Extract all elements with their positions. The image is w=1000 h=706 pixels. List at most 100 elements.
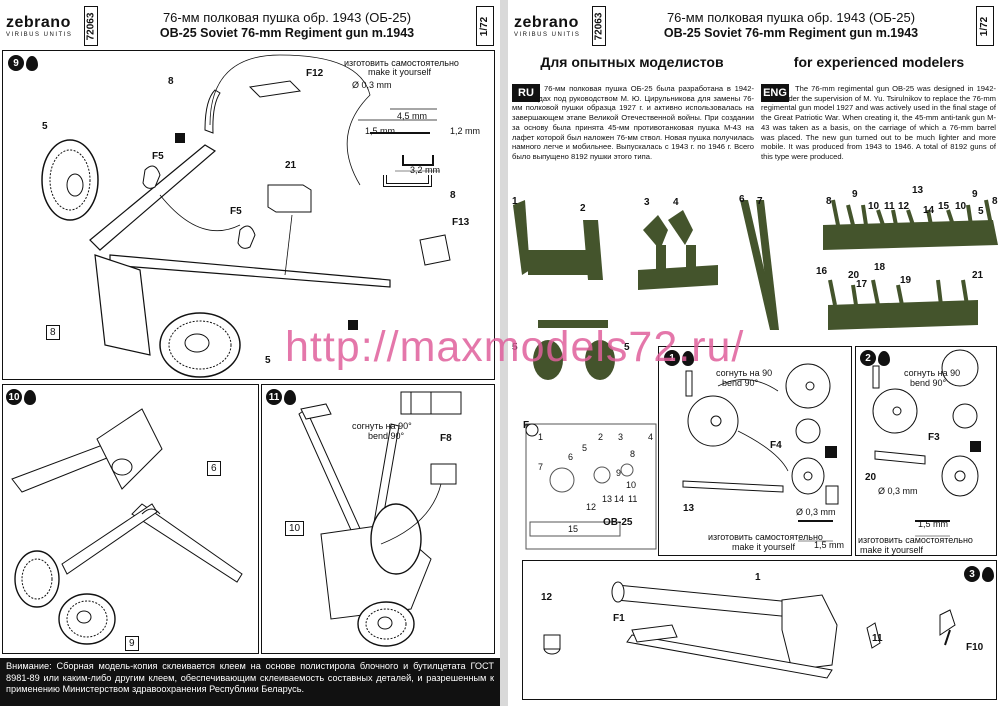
part-label: 17 xyxy=(856,279,868,290)
dim-diameter: Ø 0,3 mm xyxy=(796,507,836,517)
brand-name: zebrano xyxy=(6,14,71,31)
part-label: F1 xyxy=(613,613,625,624)
left-page: zebrano VIRIBUS UNITIS 72063 76-мм полко… xyxy=(0,6,500,706)
step-9-drawing xyxy=(41,54,451,378)
part-label: 8 xyxy=(992,196,998,207)
part-label: 8 xyxy=(168,76,174,87)
fret-brand: OB-25 xyxy=(603,517,633,528)
part-box-label: 6 xyxy=(207,461,221,476)
brand-sub: VIRIBUS UNITIS xyxy=(6,32,73,38)
make-yourself-ru: изготовить самостоятельно xyxy=(708,532,823,542)
part-label: 15 xyxy=(938,201,950,212)
fret-number: 1 xyxy=(538,432,544,442)
part-label: 11 xyxy=(884,201,895,212)
dim-length: 1,5 mm xyxy=(918,519,949,529)
part-box-label: 8 xyxy=(46,325,60,340)
kit-code: 72063 xyxy=(84,6,98,46)
photo-etch-fret xyxy=(525,423,657,550)
part-label: 16 xyxy=(816,266,828,277)
step-number-badge: 9 xyxy=(8,55,24,71)
part-label: 9 xyxy=(972,189,978,200)
part-label: 8 xyxy=(826,196,832,207)
zebrano-logo: zebrano VIRIBUS UNITIS xyxy=(0,6,80,46)
step-2-number: 2 xyxy=(860,350,890,366)
scale-badge: 1/72 xyxy=(476,6,494,46)
glue-drop-icon xyxy=(878,350,890,366)
fret-label: F xyxy=(523,420,530,431)
part-label: F13 xyxy=(452,217,470,228)
lang-tag-ru: RU xyxy=(512,84,540,102)
part-label: 12 xyxy=(541,592,553,603)
right-page: zebrano VIRIBUS UNITIS 72063 76-мм полко… xyxy=(508,0,1000,706)
fret-number: 11 xyxy=(628,494,638,504)
make-yourself-ru: изготовить самостоятельно xyxy=(344,58,459,68)
watermark-text: http://maxmodels72.ru/ xyxy=(285,323,745,371)
description-ru: 76-мм полковая пушка ОБ-25 была разработ… xyxy=(512,84,754,161)
left-header: zebrano VIRIBUS UNITIS 72063 76-мм полко… xyxy=(0,6,500,46)
step-number-badge: 3 xyxy=(964,566,980,582)
make-yourself-en: make it yourself xyxy=(732,542,796,552)
fret-number: 15 xyxy=(568,524,579,534)
part-label: 19 xyxy=(900,275,912,286)
dim-width: 3,2 mm xyxy=(410,165,441,175)
description-en: The 76-mm regimental gun OB-25 was desig… xyxy=(761,84,996,161)
step-number-badge: 1 xyxy=(664,350,680,366)
dim-right: 1,2 mm xyxy=(450,126,481,136)
fret-number: 4 xyxy=(648,432,654,442)
part-label: 13 xyxy=(912,185,924,196)
part-label: 2 xyxy=(580,203,586,214)
part-label: F10 xyxy=(966,642,984,653)
part-label: 6 xyxy=(739,194,745,205)
dim-diameter: Ø 0,3 mm xyxy=(878,486,918,496)
bend-ru: согнуть на 90 xyxy=(904,368,961,378)
step-10-drawing xyxy=(11,408,243,645)
dim-length: 4,5 mm xyxy=(397,111,428,121)
brand-name: zebrano xyxy=(514,14,579,31)
scale-badge: 1/72 xyxy=(976,6,994,46)
step-number-badge: 10 xyxy=(6,389,22,405)
bend-en: bend 90° xyxy=(722,378,759,388)
bend-en: bend 90° xyxy=(910,378,947,388)
step-2-frame xyxy=(855,346,997,556)
section-title-ru: Для опытных моделистов xyxy=(540,54,724,70)
dim-left: 1,5 mm xyxy=(365,126,396,136)
bend-en: bend 90° xyxy=(368,431,405,441)
step-11-drawing xyxy=(298,391,462,647)
section-title-en: for experienced modelers xyxy=(793,54,965,70)
title-en: OB-25 Soviet 76-mm Regiment gun m.1943 xyxy=(663,26,919,41)
fret-number: 3 xyxy=(618,432,624,442)
step-1-drawing xyxy=(682,363,839,542)
part-label: 5 xyxy=(624,342,630,353)
part-label: 18 xyxy=(874,262,886,273)
part-label: F12 xyxy=(306,68,324,79)
part-label: 5 xyxy=(512,342,518,353)
part-label: 14 xyxy=(923,205,935,216)
make-yourself-en: make it yourself xyxy=(368,67,432,77)
step-3-drawing xyxy=(543,581,956,679)
part-label: F8 xyxy=(440,433,452,444)
zebrano-logo: zebrano VIRIBUS UNITIS xyxy=(508,6,588,46)
step-9-number: 9 xyxy=(8,55,38,71)
brand-sub: VIRIBUS UNITIS xyxy=(514,32,581,38)
part-label: 1 xyxy=(512,196,518,207)
step-number-badge: 2 xyxy=(860,350,876,366)
make-yourself-en: make it yourself xyxy=(860,545,924,555)
fret-number: 7 xyxy=(538,462,544,472)
part-label: F4 xyxy=(770,440,782,451)
step-1-frame xyxy=(658,346,852,556)
kit-code: 72063 xyxy=(592,6,606,46)
fret-number: 6 xyxy=(568,452,574,462)
part-label: F5 xyxy=(230,206,242,217)
part-box-label: 10 xyxy=(285,521,305,536)
part-label: 13 xyxy=(683,503,695,514)
part-label: 5 xyxy=(978,206,984,217)
fret-number: 12 xyxy=(586,502,597,512)
part-label: 7 xyxy=(757,196,763,207)
fret-number: 2 xyxy=(598,432,604,442)
part-label: 9 xyxy=(852,189,858,200)
part-box-label: 9 xyxy=(125,636,139,651)
part-label: 20 xyxy=(848,270,860,281)
fret-number: 10 xyxy=(626,480,637,490)
glue-drop-icon xyxy=(284,389,296,405)
part-label: 10 xyxy=(955,201,967,212)
